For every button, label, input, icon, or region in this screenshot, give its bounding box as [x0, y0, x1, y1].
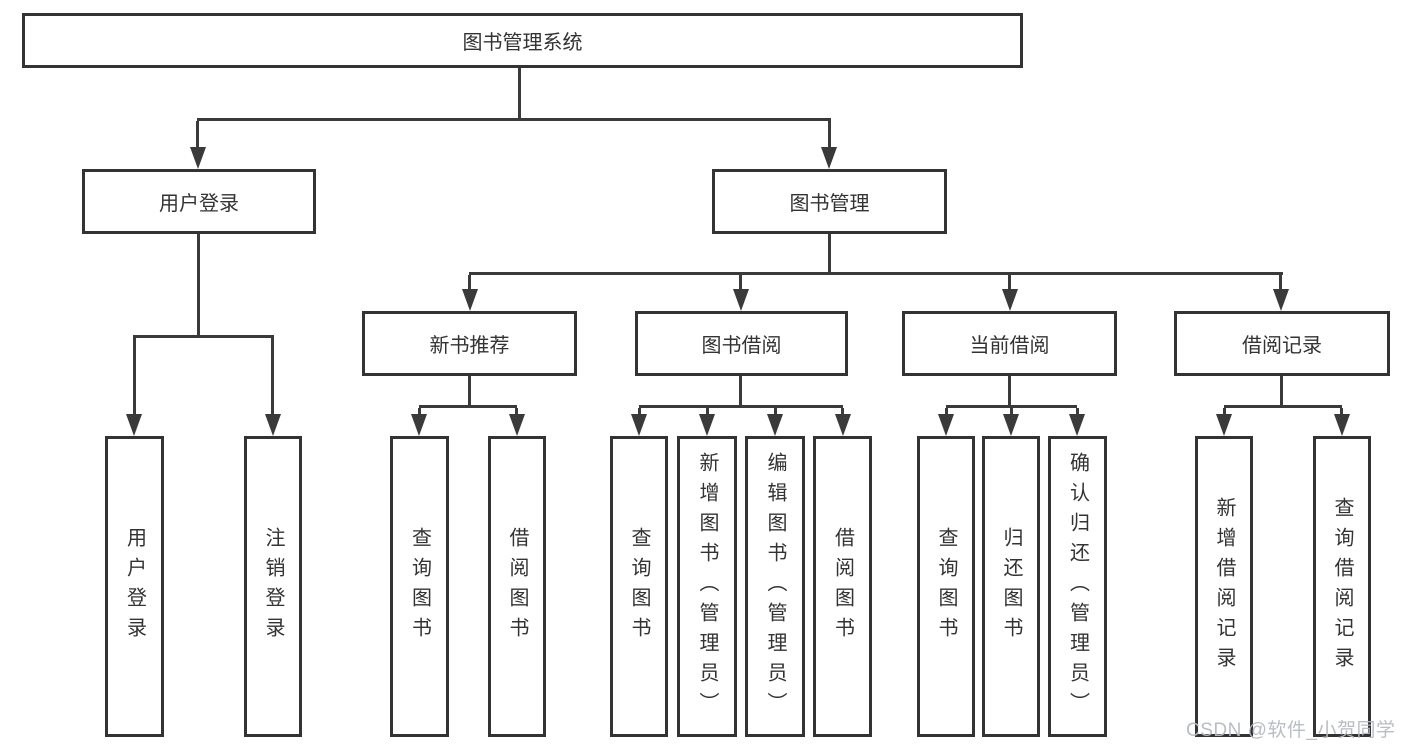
leaf-borrow-add: 新增图书（管理员）: [677, 436, 737, 737]
connector-line: [706, 408, 709, 414]
connector-line: [419, 405, 517, 408]
arrowhead-down: [1334, 414, 1350, 436]
leaf-borrow-edit: 编辑图书（管理员）: [745, 436, 805, 737]
leaf-borrow-query: 查询图书: [610, 436, 668, 737]
connector-line: [1076, 408, 1079, 414]
node-new-books: 新书推荐: [362, 311, 577, 376]
arrowhead-down: [767, 414, 783, 436]
node-book-mgmt-label: 图书管理: [789, 193, 870, 215]
arrowhead-down: [509, 414, 525, 436]
connector-line: [197, 234, 200, 335]
node-current-borrow-label: 当前借阅: [969, 335, 1050, 357]
connector-line: [638, 408, 641, 414]
node-root-label: 图书管理系统: [462, 32, 583, 54]
connector-line: [739, 376, 742, 405]
leaf-newbooks-query-label: 查询图书: [408, 526, 431, 647]
node-new-books-label: 新书推荐: [429, 335, 510, 357]
leaf-newbooks-borrow: 借阅图书: [488, 436, 546, 737]
arrowhead-down: [411, 414, 427, 436]
node-borrow-records-label: 借阅记录: [1242, 335, 1322, 357]
node-book-borrow-label: 图书借阅: [701, 335, 782, 357]
arrowhead-down: [821, 147, 837, 169]
node-book-borrow: 图书借阅: [635, 311, 848, 376]
leaf-borrow-add-label: 新增图书（管理员）: [696, 451, 718, 722]
leaf-borrow-edit-label: 编辑图书（管理员）: [764, 451, 786, 722]
leaf-user-login-label: 用户登录: [123, 526, 146, 647]
connector-line: [196, 121, 199, 147]
connector-line: [1279, 275, 1282, 289]
connector-line: [1224, 405, 1342, 408]
connector-line: [739, 275, 742, 289]
arrowhead-down: [126, 414, 142, 436]
leaf-current-query: 查询图书: [917, 436, 975, 737]
leaf-current-return-label: 归还图书: [1000, 526, 1022, 647]
connector-line: [1280, 376, 1283, 405]
arrowhead-down: [1273, 289, 1289, 311]
leaf-borrow-borrow-label: 借阅图书: [831, 526, 854, 647]
arrowhead-down: [1069, 414, 1085, 436]
arrowhead-down: [938, 414, 954, 436]
leaf-borrow-borrow: 借阅图书: [813, 436, 872, 737]
connector-line: [518, 68, 521, 118]
connector-line: [469, 272, 1283, 275]
leaf-records-query: 查询借阅记录: [1313, 436, 1371, 737]
connector-line: [774, 408, 777, 414]
arrowhead-down: [462, 289, 478, 311]
connector-line: [1010, 408, 1013, 414]
leaf-logout: 注销登录: [244, 436, 302, 737]
connector-line: [515, 408, 518, 414]
leaf-records-add-label: 新增借阅记录: [1213, 496, 1235, 677]
leaf-current-query-label: 查询图书: [935, 526, 957, 647]
arrowhead-down: [190, 147, 206, 169]
node-current-borrow: 当前借阅: [902, 311, 1117, 376]
node-book-mgmt: 图书管理: [712, 169, 947, 234]
arrowhead-down: [733, 289, 749, 311]
leaf-newbooks-query: 查询图书: [390, 436, 449, 737]
connector-line: [468, 275, 471, 289]
leaf-current-confirm: 确认归还（管理员）: [1048, 436, 1107, 737]
leaf-records-add: 新增借阅记录: [1195, 436, 1253, 737]
arrowhead-down: [265, 414, 281, 436]
connector-line: [946, 405, 1077, 408]
arrowhead-down: [1216, 414, 1232, 436]
arrowhead-down: [631, 414, 647, 436]
connector-line: [828, 121, 831, 147]
leaf-current-return: 归还图书: [982, 436, 1040, 737]
node-user-login: 用户登录: [82, 169, 316, 234]
connector-line: [418, 408, 421, 414]
node-user-login-label: 用户登录: [159, 193, 239, 215]
connector-line: [1008, 275, 1011, 289]
arrowhead-down: [699, 414, 715, 436]
node-borrow-records: 借阅记录: [1174, 311, 1390, 376]
connector-line: [841, 408, 844, 414]
watermark: CSDN @软件_小贺同学: [1186, 720, 1396, 741]
leaf-logout-label: 注销登录: [262, 526, 284, 647]
leaf-newbooks-borrow-label: 借阅图书: [506, 526, 528, 647]
connector-line: [828, 234, 831, 272]
connector-line: [639, 405, 843, 408]
arrowhead-down: [1003, 414, 1019, 436]
arrowhead-down: [835, 414, 851, 436]
leaf-borrow-query-label: 查询图书: [628, 526, 650, 647]
leaf-user-login: 用户登录: [105, 436, 164, 737]
connector-line: [271, 338, 274, 414]
connector-line: [1008, 376, 1011, 405]
node-root: 图书管理系统: [22, 13, 1023, 68]
connector-line: [468, 376, 471, 405]
connector-line: [133, 338, 136, 414]
leaf-current-confirm-label: 确认归还（管理员）: [1066, 451, 1089, 722]
connector-line: [1223, 408, 1226, 414]
connector-line: [1340, 408, 1343, 414]
leaf-records-query-label: 查询借阅记录: [1331, 496, 1353, 677]
connector-line: [945, 408, 948, 414]
connector-line: [133, 335, 274, 338]
connector-line: [197, 118, 831, 121]
arrowhead-down: [1002, 289, 1018, 311]
